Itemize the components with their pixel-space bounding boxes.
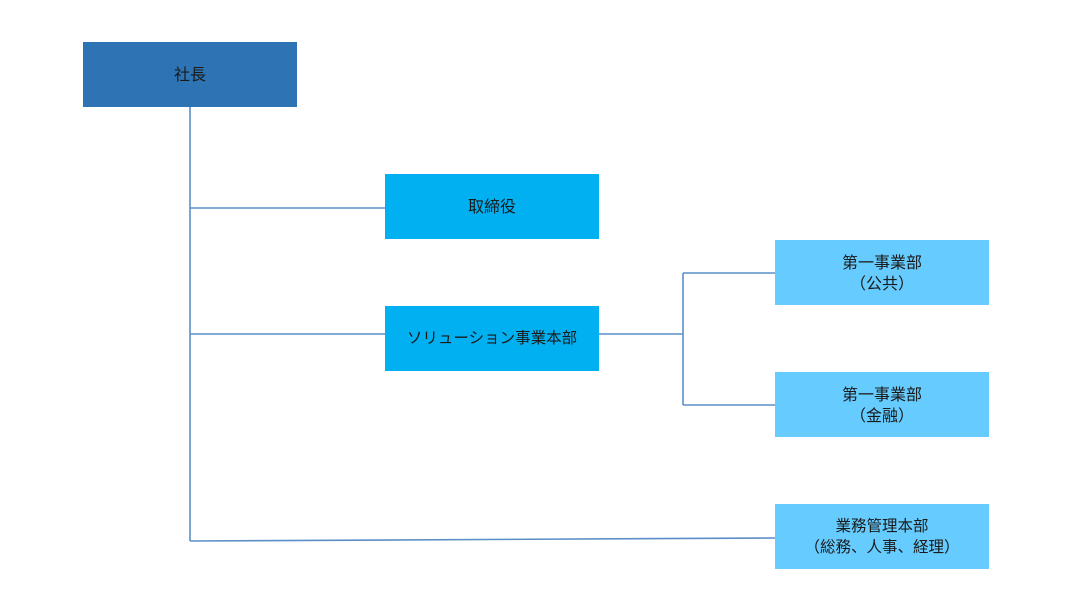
node-division-public-line1: 第一事業部 <box>841 252 922 272</box>
node-business-admin-hq-line1: 業務管理本部 <box>835 516 929 535</box>
node-division-finance-line1: 第一事業部 <box>841 384 922 404</box>
node-directors-label: 取締役 <box>467 197 516 216</box>
node-division-public-line2: （公共） <box>849 273 914 293</box>
node-division-public: 第一事業部 （公共） <box>775 240 989 305</box>
node-business-admin-hq: 業務管理本部 （総務、人事、経理） <box>775 504 989 569</box>
node-division-finance: 第一事業部 （金融） <box>775 372 989 437</box>
node-solutions-hq: ソリューション事業本部 <box>385 306 599 371</box>
node-president: 社長 <box>83 42 297 107</box>
node-business-admin-hq-line2: （総務、人事、経理） <box>804 537 960 556</box>
node-president-label: 社長 <box>173 65 206 84</box>
node-directors: 取締役 <box>385 174 599 239</box>
node-division-finance-line2: （金融） <box>849 405 914 425</box>
connector-to-admin-hq <box>189 537 776 542</box>
node-solutions-hq-label: ソリューション事業本部 <box>406 329 578 347</box>
